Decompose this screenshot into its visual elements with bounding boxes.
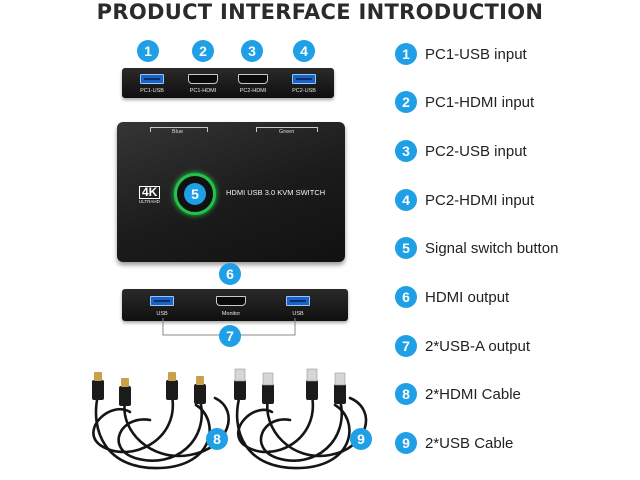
legend-item: 8 2*HDMI Cable [395,383,521,405]
port-label: USB [292,311,304,317]
callout-badge-2: 2 [192,40,214,62]
hdmi-port [238,74,268,84]
legend-item: 1 PC1-USB input [395,43,527,65]
usb-port [292,74,316,84]
port-label: PC1-HDMI [189,88,217,94]
callout-badge-4: 4 [293,40,315,62]
usb-port [140,74,164,84]
legend-badge: 5 [395,237,417,259]
page-title: PRODUCT INTERFACE INTRODUCTION [96,0,544,24]
legend-item: 6 HDMI output [395,286,509,308]
legend-label: PC2-HDMI input [425,191,535,209]
green-bracket [256,127,318,132]
legend-badge: 4 [395,189,417,211]
legend-badge: 3 [395,140,417,162]
legend-badge: 2 [395,91,417,113]
legend-label: PC2-USB input [425,142,527,160]
legend-badge: 8 [395,383,417,405]
callout-badge-7: 7 [219,325,241,347]
front-panel: USB Monitor USB [122,289,348,321]
legend-item: 2 PC1-HDMI input [395,91,534,113]
legend-badge: 1 [395,43,417,65]
legend-label: 2*USB-A output [425,337,531,355]
kvm-switch-box [117,122,345,262]
legend-label: 2*USB Cable [425,434,514,452]
ultrahd-label: ULTRAHD [139,199,160,204]
port-label: PC2-USB [292,88,316,94]
legend-badge: 9 [395,432,417,454]
green-label: Green [279,129,295,135]
legend-badge: 6 [395,286,417,308]
callout-badge-1: 1 [137,40,159,62]
port-label: USB [156,311,168,317]
legend-badge: 7 [395,335,417,357]
callout-badge-6: 6 [219,263,241,285]
port-label: Monitor [221,311,241,317]
port-label: PC2-HDMI [239,88,267,94]
model-label: HDMI USB 3.0 KVM SWITCH [226,188,326,197]
legend-item: 5 Signal switch button [395,237,558,259]
usb-port [286,296,310,306]
legend-item: 3 PC2-USB input [395,140,527,162]
callout-badge-8: 8 [206,428,228,450]
legend-label: PC1-HDMI input [425,93,535,111]
legend-label: 2*HDMI Cable [425,385,521,403]
usb-port [150,296,174,306]
callout-badge-9: 9 [350,428,372,450]
blue-bracket [150,127,208,132]
legend-item: 7 2*USB-A output [395,335,530,357]
legend-item: 4 PC2-HDMI input [395,189,534,211]
legend-item: 9 2*USB Cable [395,432,513,454]
blue-label: Blue [172,129,184,135]
callout-badge-5: 5 [184,183,206,205]
legend-label: PC1-USB input [425,45,527,63]
4k-logo: 4K [139,186,161,199]
hdmi-port [188,74,218,84]
legend-label: Signal switch button [425,239,559,257]
hdmi-port [216,296,246,306]
legend-label: HDMI output [425,288,510,306]
back-panel: PC1-USB PC1-HDMI PC2-HDMI PC2-USB [122,68,334,98]
port-label: PC1-USB [140,88,164,94]
callout-badge-3: 3 [241,40,263,62]
